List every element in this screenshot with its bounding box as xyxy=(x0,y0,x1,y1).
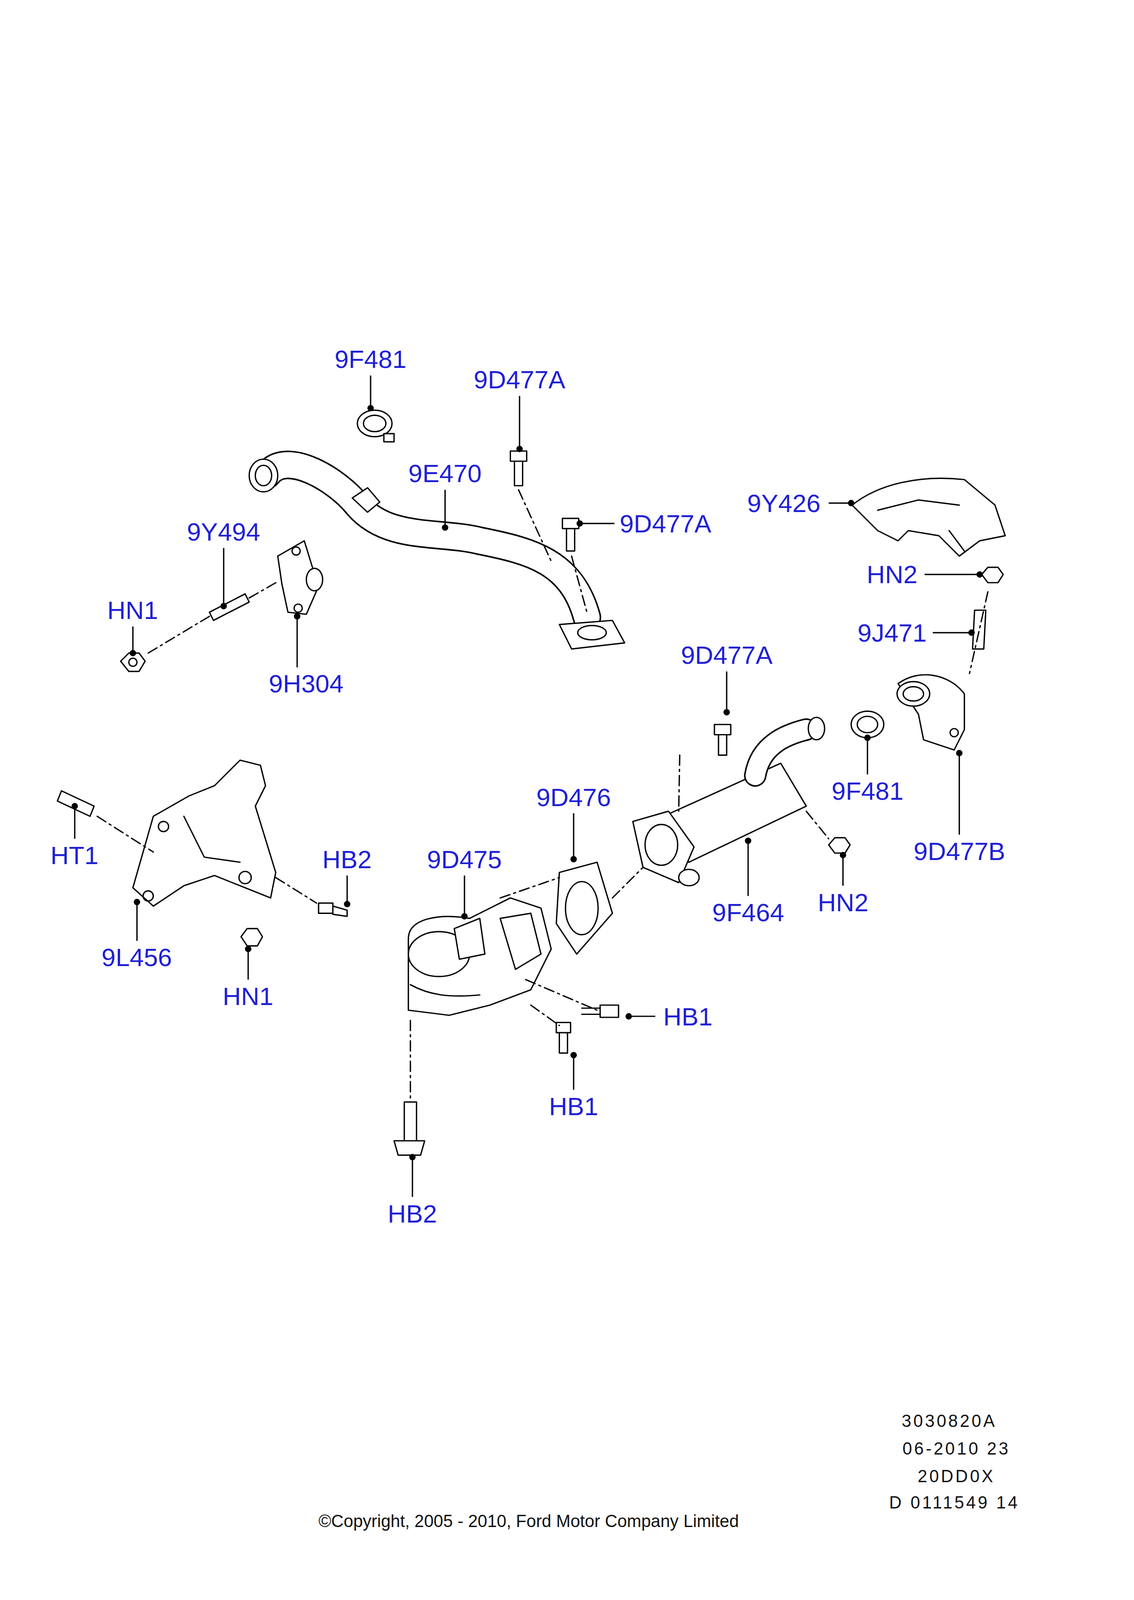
callout-number: HB1 xyxy=(549,1093,599,1120)
callout-number: HN1 xyxy=(107,597,159,623)
callout-number: 9Y494 xyxy=(186,519,261,545)
callout-number: 9D477A xyxy=(680,642,773,668)
callout-number: 9L456 xyxy=(101,944,173,970)
callout-number: 9D477A xyxy=(619,511,712,537)
callout-number: 9D475 xyxy=(427,846,502,873)
callout-number: 9D477A xyxy=(473,366,566,393)
callout-number: HN1 xyxy=(222,983,274,1009)
drawing-code: D 0111549 14 xyxy=(889,1493,1020,1511)
callout-number: HN2 xyxy=(817,889,869,916)
callout-number: 9F464 xyxy=(712,899,785,926)
callout-number: HB2 xyxy=(387,1201,438,1227)
drawing-code: 06-2010 23 xyxy=(902,1439,1011,1458)
callout-number: 9J471 xyxy=(857,620,927,646)
drawing-code: 20DD0X xyxy=(917,1467,995,1485)
callout-number: 9E470 xyxy=(408,460,482,487)
copyright-caption: ©Copyright, 2005 - 2010, Ford Motor Comp… xyxy=(318,1512,739,1530)
callout-number: 9Y426 xyxy=(747,490,821,517)
callout-number: HB2 xyxy=(322,846,372,873)
callout-number: 9D476 xyxy=(536,784,612,811)
callout-number: 9F481 xyxy=(334,346,407,372)
callout-number: HB1 xyxy=(663,1003,713,1030)
drawing-code: 3030820A xyxy=(901,1412,997,1430)
callout-number: 9H304 xyxy=(268,670,344,697)
callout-number: HN2 xyxy=(866,561,918,588)
callout-number: 9F481 xyxy=(831,778,904,804)
callout-number: 9D477B xyxy=(913,838,1006,864)
callout-number: HT1 xyxy=(50,842,99,869)
